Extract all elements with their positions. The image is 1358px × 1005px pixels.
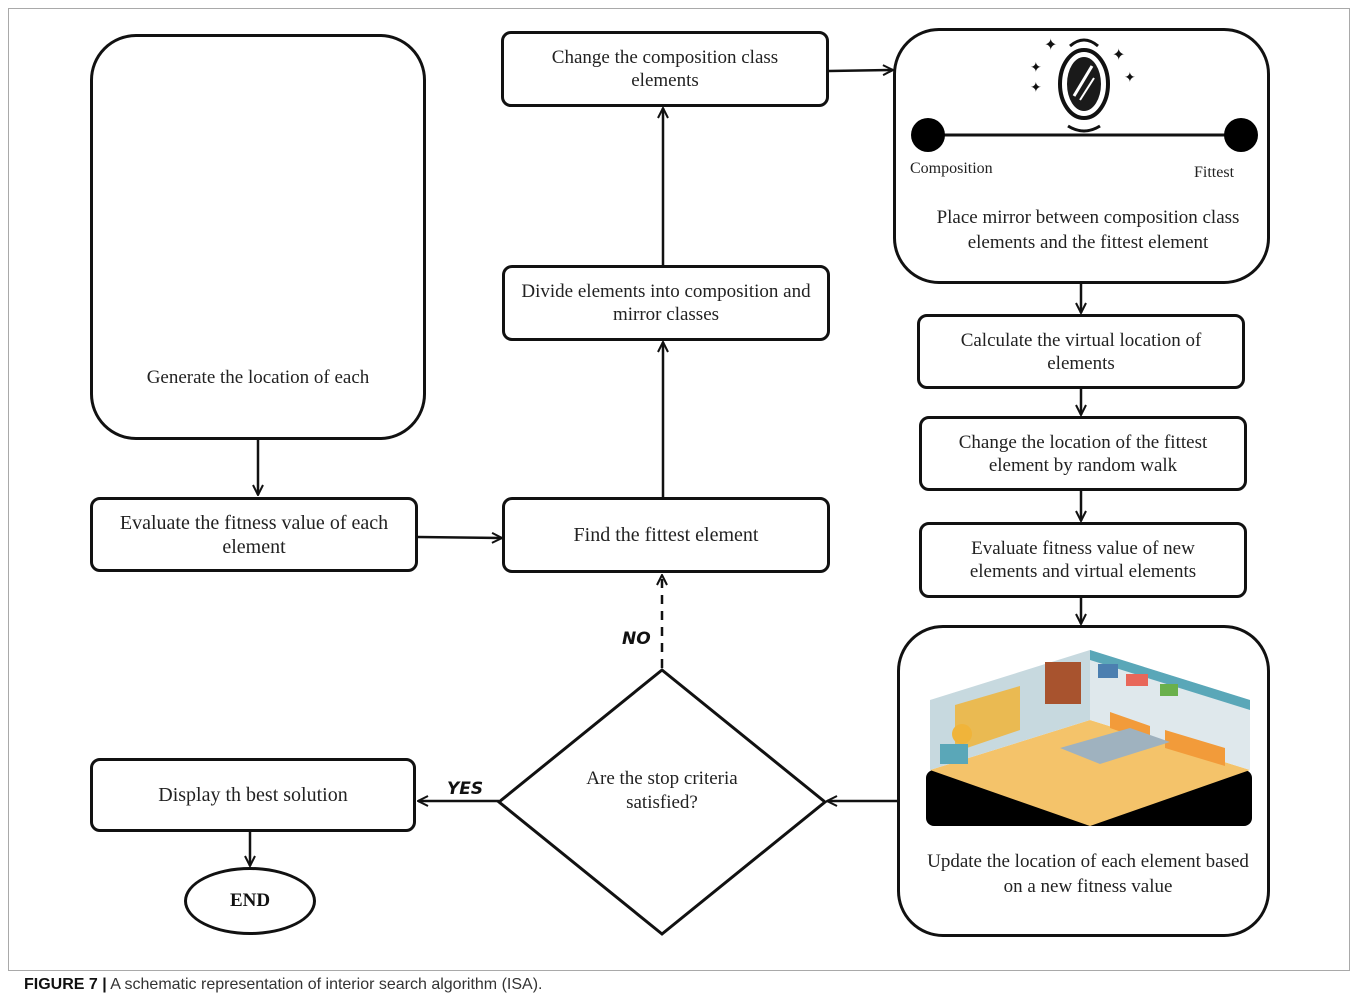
mirror-icon: ✦ ✦ ✦ ✦ ✦: [1030, 37, 1136, 133]
divide-elements-text: Divide elements into composition and mir…: [521, 281, 811, 325]
arrow-evaluate-find: [417, 537, 502, 538]
decision-text: Are the stop criteria satisfied?: [586, 768, 738, 813]
virtual-location-text: Calculate the virtual location of elemen…: [960, 329, 1202, 374]
svg-text:✦: ✦: [1112, 47, 1125, 64]
figure-caption-text: A schematic representation of interior s…: [106, 976, 543, 993]
end-terminal: END: [184, 867, 316, 935]
decision-diamond: [496, 668, 828, 936]
arrow-change-mirror: [828, 70, 893, 71]
svg-text:✦: ✦: [1030, 61, 1042, 76]
yes-label: YES: [447, 779, 484, 799]
mirror-illustration: ✦ ✦ ✦ ✦ ✦: [911, 37, 1258, 152]
display-solution-box: Display th best solution: [90, 758, 416, 832]
change-composition-box: Change the composition class elements: [501, 31, 829, 107]
update-location-panel: [897, 625, 1270, 937]
svg-text:✦: ✦: [1030, 81, 1042, 96]
no-label: NO: [622, 629, 651, 649]
fittest-label: Fittest: [1194, 164, 1235, 181]
random-walk-box: Change the location of the fittest eleme…: [919, 416, 1247, 491]
figure-caption-label: FIGURE 7 |: [24, 976, 107, 993]
composition-point: [911, 118, 945, 152]
figure-caption: FIGURE 7 | A schematic representation of…: [24, 976, 542, 994]
display-solution-text: Display th best solution: [158, 783, 348, 806]
connectors: [250, 70, 1081, 866]
change-composition-text: Change the composition class elements: [551, 47, 779, 91]
place-mirror-panel: [893, 28, 1270, 284]
evaluate-new-box: Evaluate fitness value of new elements a…: [919, 522, 1247, 598]
svg-text:✦: ✦: [1044, 37, 1057, 54]
evaluate-fitness-box: Evaluate the fitness value of each eleme…: [90, 497, 418, 572]
update-location-text: Update the location of each element base…: [927, 851, 1249, 897]
figure-frame: [8, 8, 1350, 971]
random-walk-text: Change the location of the fittest eleme…: [958, 431, 1208, 476]
end-text: END: [229, 890, 271, 911]
generate-location-panel: Generate the location of each: [90, 34, 426, 440]
evaluate-fitness-text: Evaluate the fitness value of each eleme…: [119, 511, 389, 558]
evaluate-new-text: Evaluate fitness value of new elements a…: [969, 538, 1197, 582]
find-fittest-box: Find the fittest element: [502, 497, 830, 573]
virtual-location-box: Calculate the virtual location of elemen…: [917, 314, 1245, 389]
generate-location-text: Generate the location of each: [146, 367, 370, 388]
composition-label: Composition: [910, 160, 993, 177]
find-fittest-text: Find the fittest element: [573, 523, 759, 546]
svg-text:✦: ✦: [1124, 71, 1136, 86]
room-illustration: [926, 650, 1252, 826]
fittest-point: [1224, 118, 1258, 152]
place-mirror-text: Place mirror between composition class e…: [936, 207, 1240, 253]
divide-elements-box: Divide elements into composition and mir…: [502, 265, 830, 341]
